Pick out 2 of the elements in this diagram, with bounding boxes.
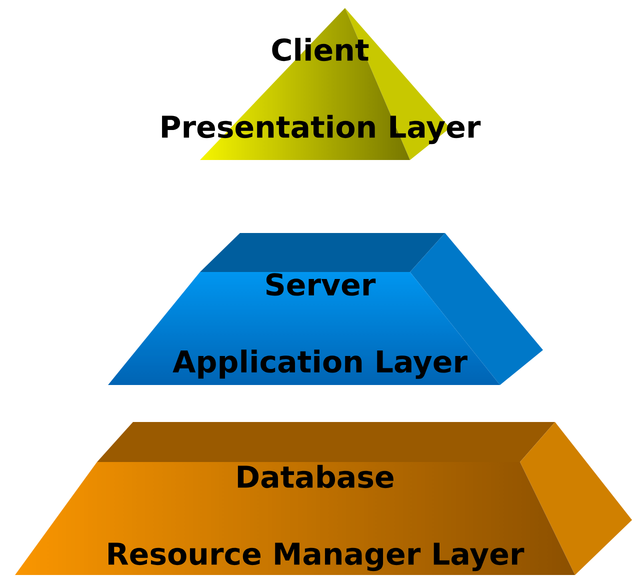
layer-block: Server Application Layer xyxy=(108,233,543,385)
layer-block: Database Resource Manager Layer xyxy=(15,422,632,575)
